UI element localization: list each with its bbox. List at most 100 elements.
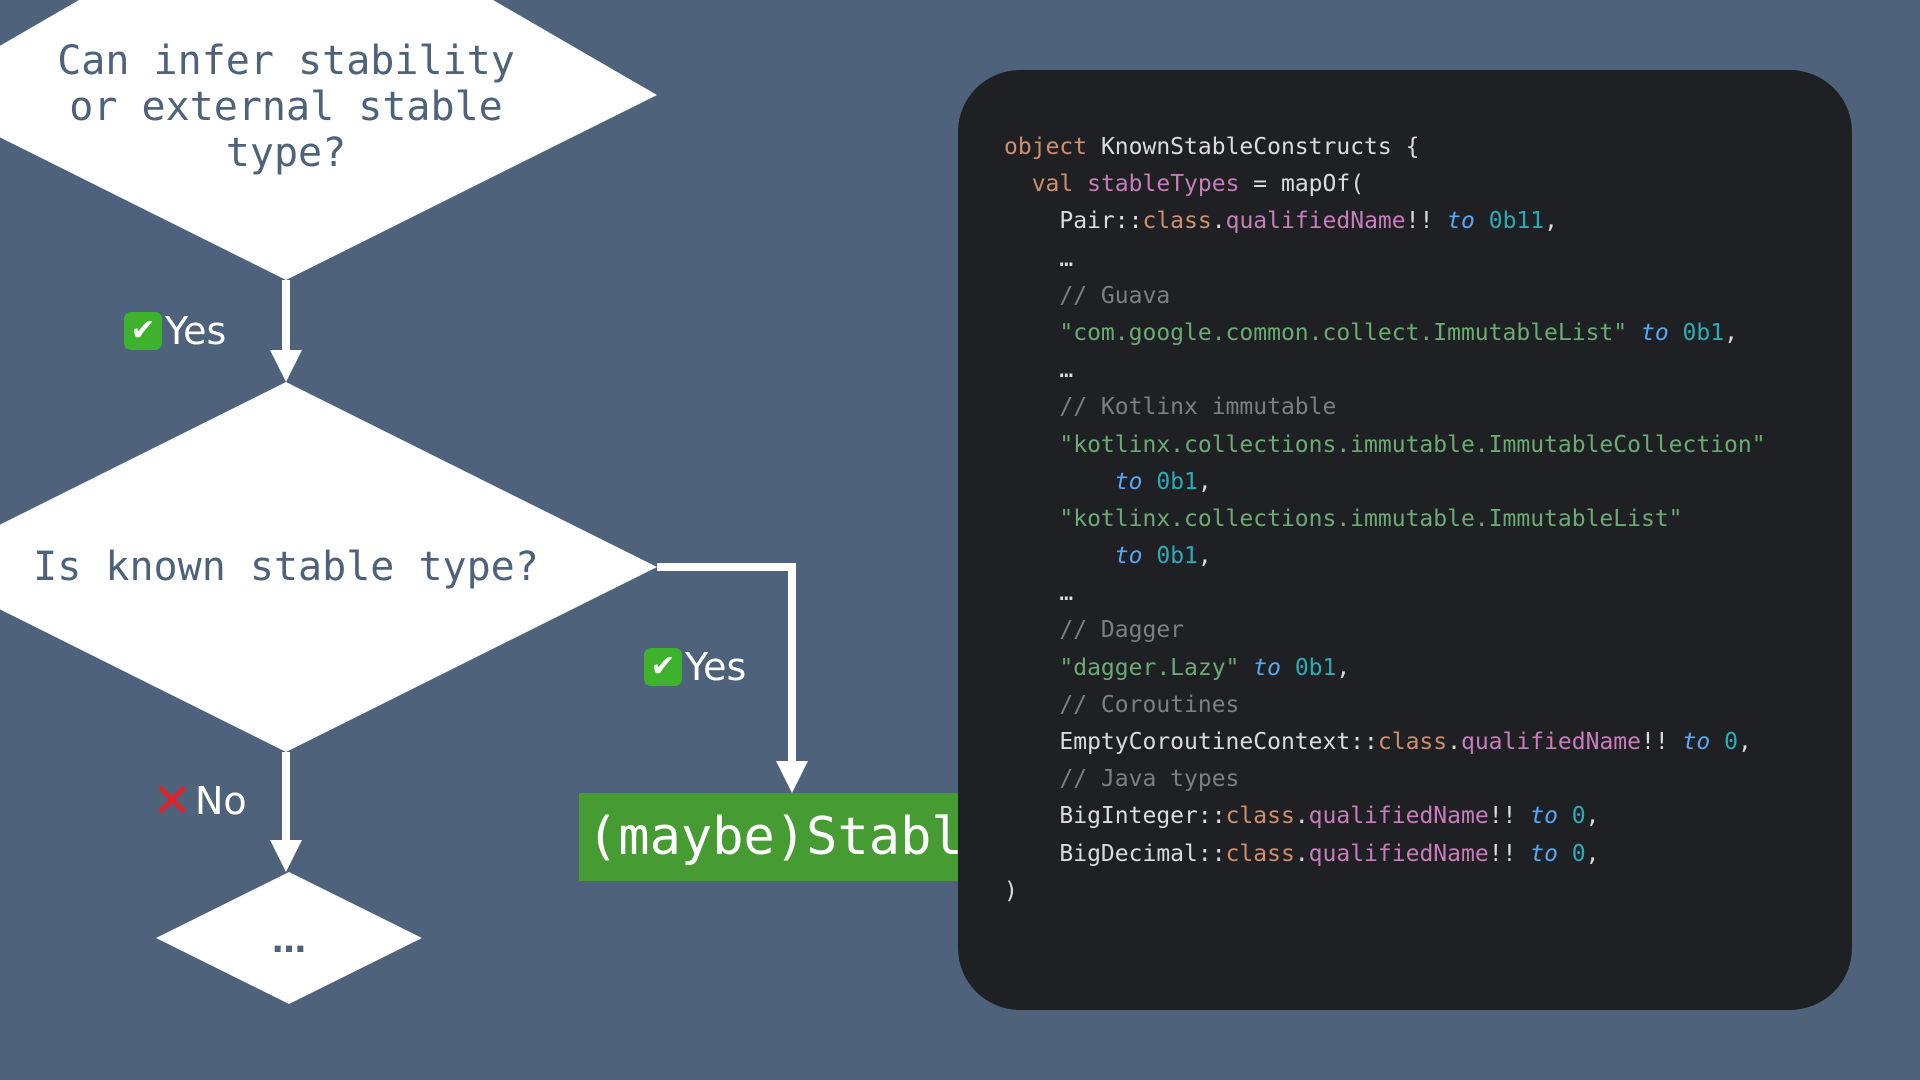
code-token: . (1294, 803, 1309, 830)
cross-mark-icon: ✕ (152, 773, 193, 829)
code-token: // Dagger (1059, 617, 1185, 644)
code-token (1004, 394, 1059, 420)
code-token (1004, 543, 1115, 569)
code-token (1004, 655, 1059, 681)
code-token: qualifiedName (1308, 840, 1489, 867)
code-token (1004, 283, 1059, 309)
edge-label-no-text: No (195, 779, 247, 823)
code-token: . (1211, 208, 1226, 235)
code-line: "dagger.Lazy" to 0b1, (1004, 650, 1766, 687)
code-token: // Coroutines (1059, 691, 1240, 718)
code-token: , (1724, 319, 1738, 346)
code-token (1073, 171, 1087, 197)
code-line: … (1004, 241, 1766, 278)
edge-label-yes-1: ✔ Yes (124, 309, 226, 353)
code-token (1281, 655, 1295, 681)
check-mark-button-icon: ✔ (124, 312, 162, 350)
code-token: object (1004, 134, 1088, 160)
code-line: Pair::class.qualifiedName!! to 0b11, (1004, 203, 1766, 240)
code-token: . (1294, 840, 1309, 867)
code-token (1627, 320, 1641, 346)
code-token: = mapOf( (1239, 171, 1365, 198)
code-token: Pair:: (1004, 208, 1143, 235)
code-token: KnownStableConstructs { (1087, 134, 1420, 160)
code-block: object KnownStableConstructs { val stabl… (1004, 129, 1766, 910)
code-line: // Dagger (1004, 612, 1766, 649)
code-token (1004, 432, 1059, 458)
code-token: 0 (1571, 840, 1586, 867)
code-token: 0b1 (1294, 654, 1337, 681)
result-stable-text: (maybe)Stable (587, 807, 994, 867)
code-line: BigDecimal::class.qualifiedName!! to 0, (1004, 836, 1766, 873)
code-token: BigInteger:: (1004, 803, 1226, 830)
code-token: qualifiedName (1460, 729, 1641, 755)
edge-label-yes-2: ✔ Yes (644, 645, 746, 689)
code-token: , (1336, 654, 1351, 681)
code-token: to (1530, 840, 1558, 867)
code-token (1004, 171, 1032, 197)
code-line: "kotlinx.collections.immutable.Immutable… (1004, 427, 1766, 464)
result-stable-box: (maybe)Stable (579, 793, 1002, 881)
code-token: , (1585, 840, 1600, 867)
decision-infer-line-3: type? (225, 130, 347, 176)
code-token: to (1447, 208, 1475, 235)
code-token: , (1197, 543, 1212, 570)
code-token: "kotlinx.collections.immutable.Immutable… (1059, 431, 1766, 458)
code-token: class (1225, 840, 1295, 867)
code-token: "com.google.common.collect.ImmutableList… (1059, 319, 1628, 346)
code-token: // Guava (1059, 282, 1171, 309)
code-token: , (1544, 208, 1558, 235)
code-token: to (1640, 319, 1669, 346)
edge-label-yes-1-text: Yes (165, 309, 227, 353)
decision-infer-line-1: Can infer stability (57, 38, 515, 84)
code-token (1004, 617, 1059, 643)
edge-label-yes-2-text: Yes (685, 645, 747, 689)
code-token (1558, 803, 1572, 829)
code-token: 0b1 (1682, 319, 1725, 346)
code-token: class (1225, 803, 1295, 830)
code-line: // Coroutines (1004, 687, 1766, 724)
code-line: … (1004, 352, 1766, 389)
code-token: to (1114, 468, 1143, 495)
code-token: class (1377, 729, 1448, 755)
edge-label-no: ✕ No (152, 773, 247, 829)
code-token: // Kotlinx immutable (1059, 394, 1337, 421)
code-token (1710, 729, 1724, 755)
code-token (1004, 692, 1059, 718)
code-line: val stableTypes = mapOf( (1004, 166, 1766, 203)
code-token: val (1031, 171, 1074, 198)
code-token: // Java types (1059, 766, 1240, 793)
code-line: to 0b1, (1004, 464, 1766, 501)
check-mark-button-icon: ✔ (644, 648, 682, 686)
code-token: !! (1488, 803, 1531, 830)
code-line: object KnownStableConstructs { (1004, 129, 1766, 166)
code-token (1004, 320, 1059, 346)
code-token: 0b11 (1488, 208, 1545, 235)
code-token (1475, 208, 1489, 234)
code-token: , (1197, 468, 1212, 495)
code-token (1142, 469, 1156, 495)
code-token: !! (1405, 208, 1448, 235)
decision-diamond-continue (156, 872, 422, 1004)
code-token: to (1114, 543, 1143, 570)
decision-known-stable-text: Is known stable type? (26, 544, 546, 590)
decision-infer-stability-text: Can infer stability or external stable t… (56, 38, 516, 176)
code-token: … (1004, 357, 1074, 384)
arrow-to-stable-result (657, 563, 808, 793)
code-token: , (1585, 803, 1600, 830)
arrow-to-known-stable (270, 280, 302, 382)
code-token: … (1004, 245, 1074, 272)
code-token (1558, 841, 1572, 867)
code-line: ) (1004, 873, 1766, 910)
code-token (1004, 469, 1115, 495)
code-panel (958, 70, 1852, 1010)
decision-infer-line-2: or external stable (69, 84, 503, 130)
code-token: "dagger.Lazy" (1059, 654, 1240, 681)
code-token: 0 (1724, 729, 1738, 755)
code-token: , (1737, 729, 1752, 755)
code-token (1669, 320, 1683, 346)
arrow-to-continue (270, 752, 302, 872)
code-token: class (1142, 208, 1212, 235)
code-token: BigDecimal:: (1004, 840, 1226, 867)
code-token (1004, 766, 1059, 792)
